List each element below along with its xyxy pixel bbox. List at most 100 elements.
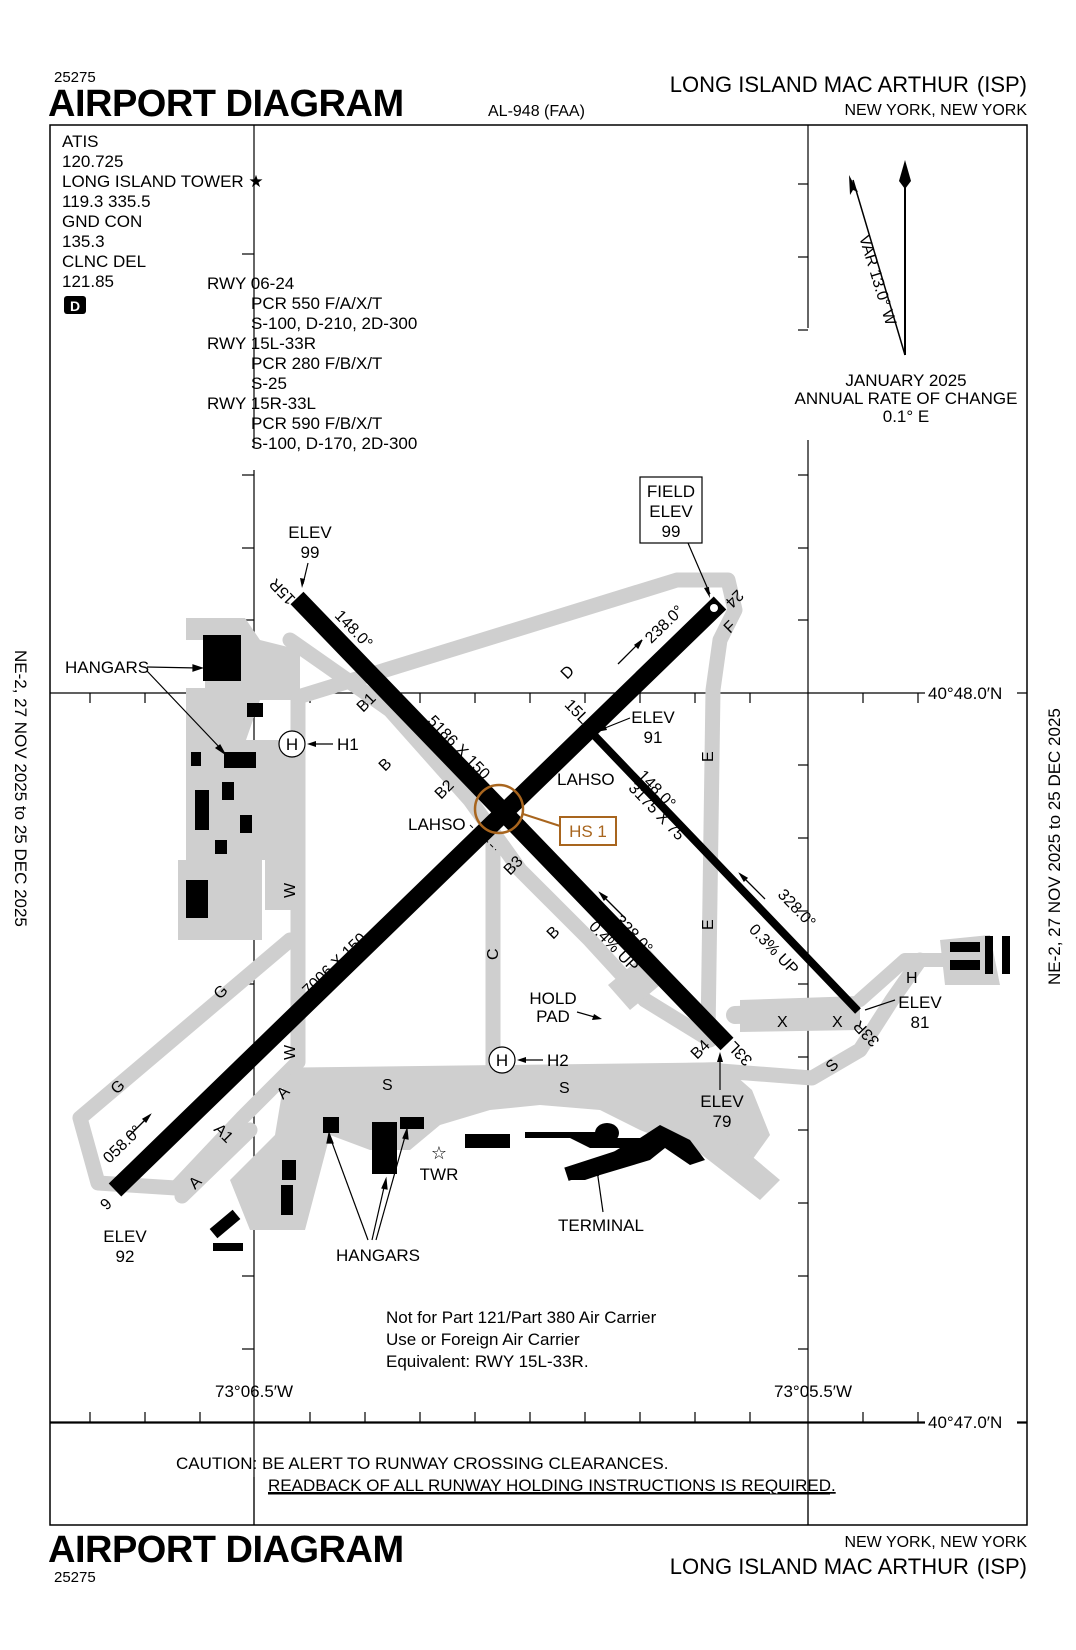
rwy-info-pcr: PCR 590 F/B/X/T bbox=[251, 414, 382, 433]
longitude-right: 73°05.5′W bbox=[774, 1382, 852, 1401]
field-elev-line1: FIELD bbox=[647, 482, 695, 501]
note-line: Equivalent: RWY 15L-33R. bbox=[386, 1352, 589, 1371]
runway-15l-33r bbox=[589, 730, 861, 1014]
freq-line: 119.3 335.5 bbox=[62, 192, 151, 211]
note-line: Not for Part 121/Part 380 Air Carrier bbox=[386, 1308, 657, 1327]
rwy-15l33r-slope: 0.3% UP bbox=[745, 921, 801, 978]
helipad-h1-label: H1 bbox=[337, 735, 359, 754]
variation-rate: 0.1° E bbox=[883, 407, 930, 426]
taxiway-s-label: S bbox=[559, 1080, 570, 1097]
elev-6-value: 92 bbox=[116, 1247, 135, 1266]
header-volume-number: 25275 bbox=[54, 69, 96, 86]
hangars-pointers-nw bbox=[146, 664, 226, 755]
footer-airport-id: (ISP) bbox=[977, 1554, 1027, 1579]
note-line: Use or Foreign Air Carrier bbox=[386, 1330, 580, 1349]
footer-volume-number: 25275 bbox=[54, 1569, 96, 1586]
taxiway-x-label: X bbox=[832, 1014, 843, 1031]
hangars-label-south: HANGARS bbox=[336, 1246, 420, 1265]
field-elev-value: 99 bbox=[662, 522, 681, 541]
elev-15r-value: 99 bbox=[301, 543, 320, 562]
elev-15r-label: ELEV bbox=[288, 523, 332, 542]
footer-title: AIRPORT DIAGRAM bbox=[48, 1529, 404, 1571]
latitude-bottom: 40°47.0′N bbox=[928, 1413, 1002, 1432]
hold-pad-label-1: HOLD bbox=[529, 989, 576, 1008]
tower-star-icon: ☆ bbox=[431, 1143, 447, 1164]
freq-line: LONG ISLAND TOWER ★ bbox=[62, 172, 264, 191]
taxiway-w-label: W bbox=[282, 882, 299, 898]
elev-6-label: ELEV bbox=[103, 1227, 147, 1246]
freq-line: 121.85 bbox=[62, 272, 114, 291]
elev-33l-label: ELEV bbox=[700, 1092, 744, 1111]
elev-33l-value: 79 bbox=[713, 1112, 732, 1131]
rwy-info-strength: S-100, D-210, 2D-300 bbox=[251, 314, 417, 333]
rwy-33l-end: 33L bbox=[725, 1038, 756, 1069]
tower-label: TWR bbox=[420, 1165, 459, 1184]
header-airport: LONG ISLAND MAC ARTHUR(ISP) bbox=[670, 72, 1027, 97]
caution-line-2: READBACK OF ALL RUNWAY HOLDING INSTRUCTI… bbox=[268, 1476, 836, 1495]
header-location: NEW YORK, NEW YORK bbox=[844, 102, 1027, 119]
taxiway-c-label: C bbox=[485, 948, 502, 960]
rwy-info-strength: S-100, D-170, 2D-300 bbox=[251, 434, 417, 453]
helipad-symbol: H bbox=[496, 1051, 508, 1070]
field-elevation: FIELD ELEV 99 bbox=[639, 476, 711, 598]
taxiway-b-label: B bbox=[544, 923, 564, 943]
longitude-left: 73°06.5′W bbox=[215, 1382, 293, 1401]
hangars-label-nw: HANGARS bbox=[65, 658, 149, 677]
hot-spot-label: HS 1 bbox=[569, 822, 607, 841]
elev-33r-label: ELEV bbox=[898, 993, 942, 1012]
lahso: LAHSO LAHSO bbox=[408, 735, 615, 851]
hold-pad-label-2: PAD bbox=[536, 1007, 570, 1026]
d-badge: D bbox=[70, 298, 80, 314]
taxiway-e-label: E bbox=[700, 919, 717, 930]
runways bbox=[108, 591, 861, 1197]
rwy-06-end: 6 bbox=[96, 1194, 114, 1212]
side-effective-dates-right: NE-2, 27 NOV 2025 to 25 DEC 2025 bbox=[1045, 708, 1064, 985]
taxiway-e-label: E bbox=[700, 751, 717, 762]
rwy-info-name: RWY 15R-33L bbox=[207, 394, 316, 413]
taxiway-s-label: S bbox=[382, 1077, 393, 1094]
caution-line-1: CAUTION: BE ALERT TO RUNWAY CROSSING CLE… bbox=[176, 1454, 669, 1473]
taxiway-h-label: H bbox=[906, 970, 918, 987]
map-frame bbox=[49, 124, 1028, 1526]
freq-line: ATIS bbox=[62, 132, 99, 151]
footer-airport-name: LONG ISLAND MAC ARTHUR bbox=[670, 1554, 969, 1579]
helipad-h2-label: H2 bbox=[547, 1051, 569, 1070]
rwy-info-pcr: PCR 280 F/B/X/T bbox=[251, 354, 382, 373]
hangars-pointers-south bbox=[326, 1126, 409, 1241]
rwy-info-name: RWY 15L-33R bbox=[207, 334, 316, 353]
taxiway-w-label: W bbox=[282, 1044, 299, 1060]
north-arrow-icon: VAR 13.0° W bbox=[849, 160, 911, 356]
freq-line: 135.3 bbox=[62, 232, 105, 251]
runway-15r-33l bbox=[290, 591, 734, 1051]
freq-line: 120.725 bbox=[62, 152, 123, 171]
runway-06-24 bbox=[108, 596, 727, 1197]
d-badge-box bbox=[64, 296, 86, 314]
lahso-label: LAHSO bbox=[557, 770, 615, 789]
rwy-info-pcr: PCR 550 F/A/X/T bbox=[251, 294, 382, 313]
header-airport-id: (ISP) bbox=[977, 72, 1027, 97]
hot-spot: HS 1 bbox=[473, 783, 617, 846]
field-elev-line2: ELEV bbox=[649, 502, 693, 521]
side-effective-dates-left: NE-2, 27 NOV 2025 to 25 DEC 2025 bbox=[11, 650, 30, 927]
footer-location: NEW YORK, NEW YORK bbox=[844, 1534, 1027, 1551]
variation-label: VAR 13.0° W bbox=[855, 233, 899, 328]
taxiway-b-label: B bbox=[376, 755, 396, 775]
direction-arrows bbox=[127, 639, 766, 1138]
frequency-list: ATIS 120.725 LONG ISLAND TOWER ★ 119.3 3… bbox=[62, 132, 264, 314]
freq-line: CLNC DEL bbox=[62, 252, 146, 271]
elev-15l-value: 91 bbox=[644, 728, 663, 747]
taxiway-x-label: X bbox=[777, 1014, 788, 1031]
header-title: AIRPORT DIAGRAM bbox=[48, 83, 404, 125]
elevation-labels: ELEV 99 ELEV 91 ELEV 81 ELEV 79 ELEV 92 bbox=[103, 523, 942, 1266]
buildings bbox=[186, 635, 1010, 1251]
runway-info: RWY 06-24 PCR 550 F/A/X/T S-100, D-210, … bbox=[207, 274, 417, 453]
elev-33r-value: 81 bbox=[911, 1013, 930, 1032]
variation-date: JANUARY 2025 bbox=[845, 371, 966, 390]
taxiway-d-label: D bbox=[558, 663, 578, 683]
elev-15l-label: ELEV bbox=[631, 708, 675, 727]
footer-airport: LONG ISLAND MAC ARTHUR (ISP) bbox=[670, 1554, 1027, 1579]
helipad-h2: H H2 bbox=[488, 1046, 569, 1074]
rwy-info-name: RWY 06-24 bbox=[207, 274, 294, 293]
helipad-symbol: H bbox=[286, 735, 298, 754]
